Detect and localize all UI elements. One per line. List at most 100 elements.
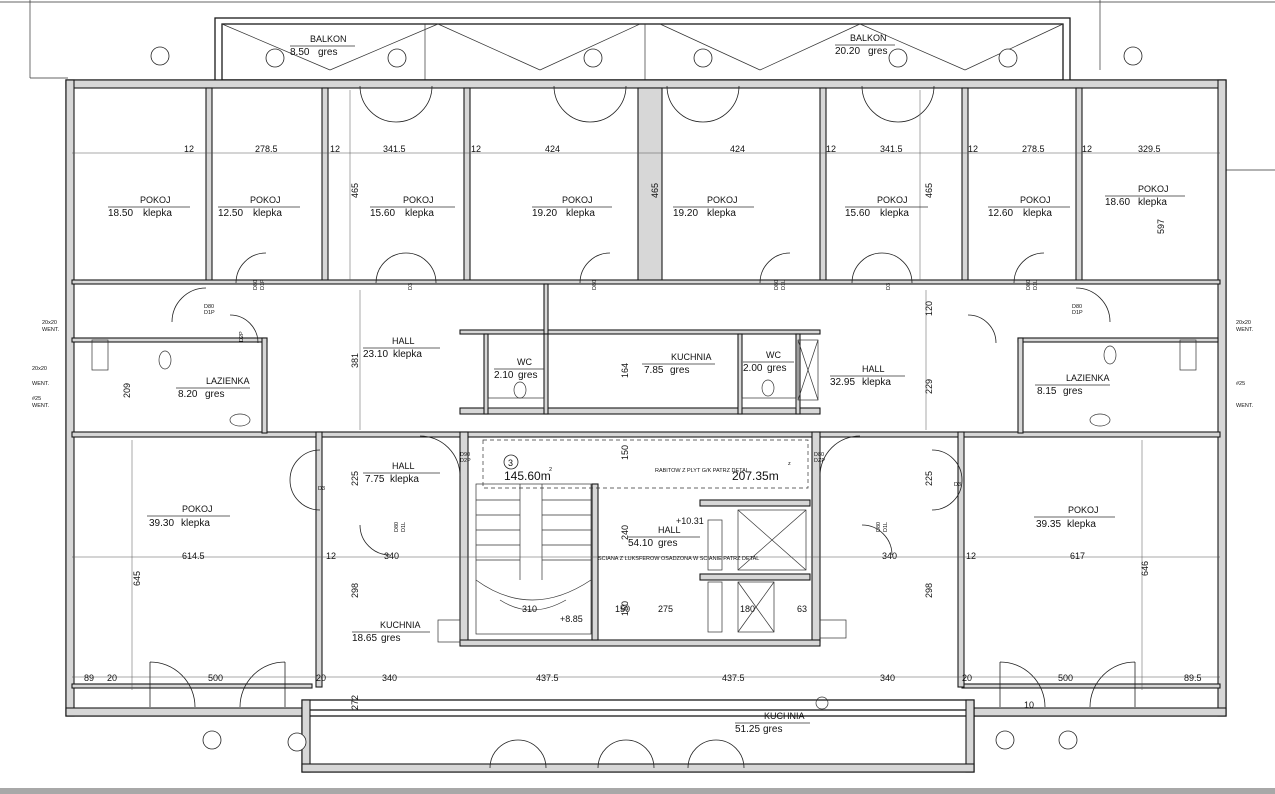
room-area: 18.50 bbox=[108, 208, 133, 219]
room-label-pokoj-3: POKOJ 15.60 klepka bbox=[370, 195, 455, 219]
dim-text: 120 bbox=[924, 301, 934, 316]
room-area: 7.75 bbox=[365, 474, 385, 485]
room-name: POKOJ bbox=[250, 195, 281, 205]
room-area: 8.20 bbox=[178, 389, 198, 400]
room-area: 51.25 bbox=[735, 724, 760, 735]
room-finish: gres bbox=[767, 363, 786, 374]
dim-text: 646 bbox=[1140, 561, 1150, 576]
room-area: 39.30 bbox=[149, 518, 174, 529]
dim-text: 340 bbox=[382, 673, 397, 683]
dim-text: 340 bbox=[384, 551, 399, 561]
room-area: 2.10 bbox=[494, 370, 514, 381]
dim-text: 63 bbox=[797, 604, 807, 614]
vent-tag: #25 bbox=[1236, 381, 1245, 387]
bottom-scrollbar[interactable] bbox=[0, 788, 1275, 794]
door-tag: D80 bbox=[394, 522, 400, 532]
door-tag: D3 bbox=[408, 283, 414, 290]
area-left-unit: 2 bbox=[549, 467, 552, 473]
room-label-pokoj-10: POKOJ 39.35 klepka bbox=[1034, 505, 1115, 530]
room-name: POKOJ bbox=[140, 195, 171, 205]
room-label-hall-4: HALL 54.10 gres +10.31 bbox=[628, 516, 704, 549]
room-name: HALL bbox=[658, 525, 681, 535]
room-label-kuchnia-3: KUCHNIA 51.25 gres bbox=[735, 711, 810, 735]
dim-text: 12 bbox=[471, 144, 481, 154]
room-label-pokoj-8: POKOJ 18.60 klepka bbox=[1105, 184, 1185, 208]
dim-text: 465 bbox=[350, 183, 360, 198]
dim-text: 340 bbox=[880, 673, 895, 683]
dim-text: 278.5 bbox=[1022, 144, 1045, 154]
dim-text: 209 bbox=[122, 383, 132, 398]
dim-text: 614.5 bbox=[182, 551, 205, 561]
vent-tag: 20x20 bbox=[1236, 320, 1251, 326]
room-area: 8.15 bbox=[1037, 386, 1057, 397]
room-name: LAZIENKA bbox=[206, 376, 250, 386]
dim-text: 150 bbox=[620, 601, 630, 616]
room-label-balkon-1: BALKON 8.50 gres bbox=[290, 34, 355, 58]
dim-text: 298 bbox=[924, 583, 934, 598]
bottom-dimensions: 89 20 500 20 340 437.5 437.5 340 20 500 … bbox=[84, 673, 1202, 710]
door-tag: D1P bbox=[1072, 310, 1083, 316]
dim-text: 424 bbox=[545, 144, 560, 154]
dim-text: 341.5 bbox=[880, 144, 903, 154]
door-tag: D80 bbox=[253, 280, 259, 290]
vent-tag: 20x20 bbox=[32, 366, 47, 372]
door-tag: D2P bbox=[460, 458, 471, 464]
area-right-unit: z bbox=[788, 461, 791, 467]
room-finish: klepka bbox=[405, 208, 434, 219]
door-tag: D80 bbox=[204, 304, 214, 310]
room-finish: klepka bbox=[253, 208, 282, 219]
doors bbox=[149, 85, 1136, 769]
room-finish: klepka bbox=[1067, 519, 1096, 530]
room-area: 32.95 bbox=[830, 377, 855, 388]
dim-text: 12 bbox=[826, 144, 836, 154]
room-finish: klepka bbox=[393, 349, 422, 360]
level-mark: +8.85 bbox=[560, 614, 583, 624]
room-name: KUCHNIA bbox=[764, 711, 805, 721]
room-finish: klepka bbox=[390, 474, 419, 485]
door-tag: D1L bbox=[1033, 280, 1039, 290]
room-finish: gres bbox=[763, 724, 782, 735]
building-envelope bbox=[65, 79, 1227, 773]
dim-text: 20 bbox=[107, 673, 117, 683]
dim-text: 437.5 bbox=[536, 673, 559, 683]
stair bbox=[475, 483, 592, 635]
room-name: POKOJ bbox=[1068, 505, 1099, 515]
room-area: 18.65 bbox=[352, 633, 377, 644]
room-finish: klepka bbox=[880, 208, 909, 219]
room-name: POKOJ bbox=[1020, 195, 1051, 205]
room-name: BALKON bbox=[310, 34, 347, 44]
room-finish: gres bbox=[670, 365, 689, 376]
dim-text: 229 bbox=[924, 379, 934, 394]
room-finish: klepka bbox=[1023, 208, 1052, 219]
dim-text: 500 bbox=[1058, 673, 1073, 683]
door-tag: D80 bbox=[1072, 304, 1082, 310]
dim-text: 272 bbox=[350, 695, 360, 710]
room-area: 15.60 bbox=[845, 208, 870, 219]
room-finish: klepka bbox=[181, 518, 210, 529]
room-label-wc-2: WC 2.00 gres bbox=[743, 350, 794, 374]
dim-text: 645 bbox=[132, 571, 142, 586]
site-lines bbox=[0, 0, 1275, 171]
room-name: HALL bbox=[392, 336, 415, 346]
room-name: POKOJ bbox=[403, 195, 434, 205]
room-finish: klepka bbox=[143, 208, 172, 219]
room-area: 23.10 bbox=[363, 349, 388, 360]
dim-text: 20 bbox=[316, 673, 326, 683]
room-label-lazienka-2: LAZIENKA 8.15 gres bbox=[1035, 373, 1110, 397]
dim-text: 20 bbox=[962, 673, 972, 683]
dim-text: 278.5 bbox=[255, 144, 278, 154]
stair-note: SCIANA Z LUKSFEROW OSADZONA W SCIANIE PA… bbox=[598, 556, 759, 562]
room-area: 12.50 bbox=[218, 208, 243, 219]
room-label-kuchnia-1: KUCHNIA 7.85 gres bbox=[642, 352, 715, 376]
dim-text: 341.5 bbox=[383, 144, 406, 154]
room-name: WC bbox=[766, 350, 781, 360]
room-name: POKOJ bbox=[877, 195, 908, 205]
dim-text: 89 bbox=[84, 673, 94, 683]
dimension-lines bbox=[72, 90, 1220, 690]
room-name: WC bbox=[517, 357, 532, 367]
room-label-hall-2: HALL 32.95 klepka bbox=[830, 364, 905, 388]
dim-text: 225 bbox=[350, 471, 360, 486]
dim-text: 12 bbox=[966, 551, 976, 561]
vent-tag: WENT. bbox=[42, 327, 60, 333]
room-finish: klepka bbox=[707, 208, 736, 219]
